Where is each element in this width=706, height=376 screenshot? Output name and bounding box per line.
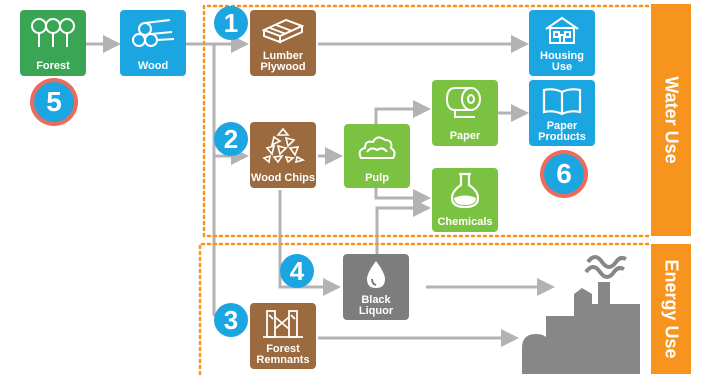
lumber-plywood-node: Lumber Plywood [250,10,316,76]
water-region-border [202,4,650,238]
chemicals-label: Chemicals [437,216,493,228]
paper-products-label: Paper Products [529,121,595,143]
black-liquor-node: Black Liquor [343,254,409,320]
arrow-pulp-chemicals [374,188,431,207]
use-label: Use [551,61,573,73]
marker-2: 2 [214,122,248,156]
lumber-icon [261,18,305,44]
forest-node: Forest [20,10,86,76]
marker-5: 5 [34,82,74,122]
house-icon [545,16,579,44]
logs-icon [132,19,175,47]
lumber-plywood-label: Lumber Plywood [250,51,316,73]
energy-use-band: Energy Use [651,244,691,374]
droplet-icon [367,261,385,288]
energy-region-border [198,242,650,376]
book-icon [542,88,582,116]
black-label: Black [361,294,391,306]
pulp-label: Pulp [365,172,389,184]
marker-3: 3 [214,303,248,337]
black-liquor-label: Black Liquor [343,295,409,317]
water-use-label: Water Use [661,76,682,164]
paper-node: Paper [432,80,498,146]
liquor-label: Liquor [358,305,394,317]
trees-icon [31,18,75,47]
housing-label: Housing [540,50,584,62]
lumber-label: Lumber [262,50,304,62]
wood-chips-node: Wood Chips [250,122,316,188]
wood-label: Wood [137,60,169,72]
energy-use-label: Energy Use [661,259,682,359]
paper-products-line2: Products [538,131,586,143]
remnants-label: Remnants [256,354,310,366]
plywood-label: Plywood [260,61,306,73]
flask-icon [450,172,480,209]
water-use-band: Water Use [651,4,691,236]
forest-remnants-label: Forest Remnants [250,344,316,366]
forest-label-2: Forest [266,343,300,355]
wood-node: Wood [120,10,186,76]
paper-products-line1: Paper [546,120,578,132]
chemicals-node: Chemicals [432,168,498,232]
forest-label: Forest [36,60,70,72]
marker-6: 6 [544,154,584,194]
wood-chips-icon [262,127,306,164]
marker-1: 1 [214,6,248,40]
pulp-node: Pulp [344,124,410,188]
paper-roll-icon [445,87,481,118]
forest-remnants-node: Forest Remnants [250,303,316,369]
arrow-chips-blackliquor [278,190,341,296]
housing-use-label: Housing Use [529,51,595,73]
paper-label: Paper [449,130,481,142]
housing-use-node: Housing Use [529,10,595,76]
wood-chips-label: Wood Chips [251,172,315,184]
paper-products-node: Paper Products [529,80,595,146]
marker-4: 4 [280,254,314,288]
remnants-icon [263,310,303,338]
pulp-cloud-icon [358,136,396,159]
arrow-pulp-paper [374,100,431,125]
factory-icon [522,255,640,374]
arrow-blackliquor-chemicals [375,199,431,254]
